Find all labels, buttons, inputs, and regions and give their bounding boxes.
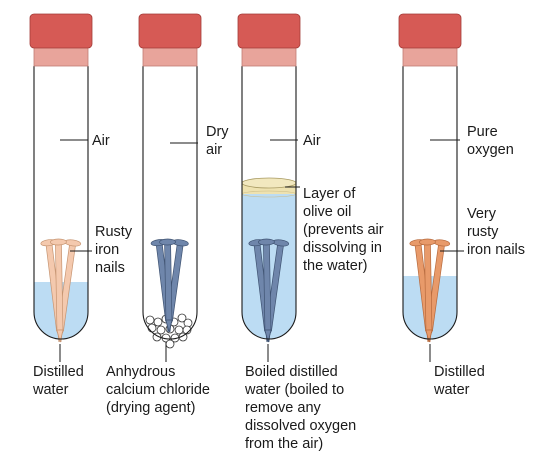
tube-3-stopper-bottom xyxy=(241,45,297,67)
olive-oil-label-line: dissolving in xyxy=(303,240,382,256)
very-rusty-nails-label-line: iron nails xyxy=(467,242,525,258)
tube-2-clean-nails xyxy=(150,238,189,333)
dry-air-label-line: air xyxy=(206,142,222,158)
tube-4-glass xyxy=(402,66,458,340)
dry-air-label-line: Dry xyxy=(206,124,229,140)
tube-2-glass xyxy=(142,66,198,340)
tube-4-very-rusty-nails xyxy=(409,238,451,343)
tube-1-stopper-bottom xyxy=(33,45,89,67)
tube-1-glass xyxy=(33,66,89,340)
tube-4-labels: Pure oxygen Very rusty iron nails Distil… xyxy=(433,124,525,398)
test-tube-2 xyxy=(138,13,202,349)
distilled-water-label-line: Distilled xyxy=(33,364,84,380)
olive-oil-layer xyxy=(242,183,296,194)
tube-4-stopper-bottom xyxy=(402,45,458,67)
distilled-water-label-line: water xyxy=(32,382,69,398)
air-label: Air xyxy=(92,133,110,149)
tube-3-stopper-top xyxy=(237,13,301,49)
distilled-water-label-line: Distilled xyxy=(434,364,485,380)
very-rusty-nail xyxy=(419,238,436,343)
calcium-chloride-label-line: Anhydrous xyxy=(106,364,175,380)
tube-3-labels: Air Layer of olive oil (prevents air dis… xyxy=(244,133,384,452)
test-tube-1 xyxy=(29,13,93,343)
clean-nail xyxy=(258,238,275,343)
tube-3-glass xyxy=(241,66,297,340)
boiled-water-label-line: remove any xyxy=(245,400,322,416)
boiled-water-label-line: dissolved oxygen xyxy=(245,418,356,434)
olive-oil-label-line: the water) xyxy=(303,258,367,274)
rusty-nails-label-line: iron xyxy=(95,242,119,258)
olive-oil-label-line: olive oil xyxy=(303,204,351,220)
test-tube-4 xyxy=(398,13,462,343)
pure-oxygen-label-line: Pure xyxy=(467,124,498,140)
olive-oil-label-line: (prevents air xyxy=(303,222,384,238)
boiled-water-label-line: Boiled distilled xyxy=(245,364,338,380)
air-label: Air xyxy=(303,133,321,149)
boiled-water-label-line: from the air) xyxy=(245,436,323,452)
tube-4-stopper-top xyxy=(398,13,462,49)
tube-2-stopper-top xyxy=(138,13,202,49)
tube-3-clean-nails xyxy=(248,238,290,343)
pure-oxygen-label-line: oxygen xyxy=(467,142,514,158)
very-rusty-nails-label-line: Very xyxy=(467,206,497,222)
tube-2-stopper-bottom xyxy=(142,45,198,67)
distilled-water-label-line: water xyxy=(433,382,470,398)
very-rusty-nails-label-line: rusty xyxy=(467,224,499,240)
rusty-nails-label-line: nails xyxy=(95,260,125,276)
tube-1-labels: Air Rusty iron nails Distilled water xyxy=(32,133,133,398)
olive-oil-label-line: Layer of xyxy=(303,186,356,202)
calcium-chloride-label-line: (drying agent) xyxy=(106,400,195,416)
tube-2-labels: Dry air Anhydrous calcium chloride (dryi… xyxy=(106,124,229,416)
test-tube-3 xyxy=(237,13,301,343)
tube-1-stopper-top xyxy=(29,13,93,49)
calcium-chloride-label-line: calcium chloride xyxy=(106,382,210,398)
clean-nail xyxy=(159,238,176,333)
boiled-water-label-line: water (boiled to xyxy=(244,382,344,398)
rusty-nail xyxy=(50,238,67,343)
pointer-lines xyxy=(59,139,464,362)
rusty-nails-label-line: Rusty xyxy=(95,224,133,240)
